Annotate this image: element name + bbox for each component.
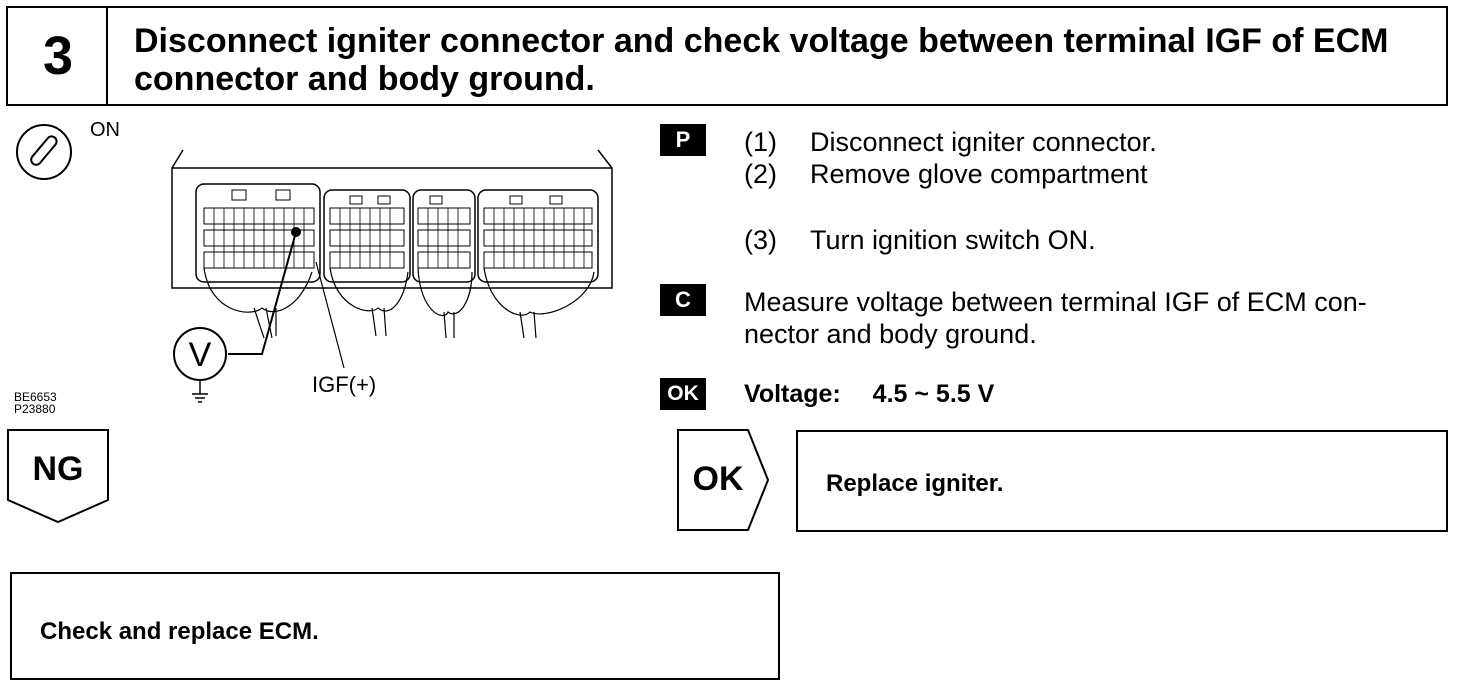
voltmeter-icon: V: [173, 327, 227, 394]
check-instruction: Measure voltage between terminal IGF of …: [744, 286, 1454, 350]
step-title: Disconnect igniter connector and check v…: [134, 22, 1389, 98]
step-number: 3: [42, 26, 74, 86]
step-text: Turn ignition switch ON.: [810, 225, 1096, 255]
ok-arrow-tab: [677, 429, 770, 531]
step-item: (1) Disconnect igniter connector.: [744, 126, 1444, 158]
step-num: (2): [744, 159, 777, 189]
ng-result-box: Check and replace ECM.: [10, 572, 780, 680]
ok-action-text: Replace igniter.: [826, 470, 1004, 497]
igf-terminal-label: IGF(+): [312, 372, 376, 397]
spec-value: 4.5 ~ 5.5 V: [872, 380, 995, 408]
ecm-connectors: [195, 183, 599, 283]
header-divider: [6, 104, 1446, 105]
step-text: Remove glove compartment: [810, 159, 1148, 189]
ok-spec-badge: OK: [660, 378, 706, 410]
ignition-on-label: ON: [90, 119, 120, 141]
figure-code: P23880: [14, 402, 56, 416]
ok-result-box: Replace igniter.: [796, 430, 1448, 532]
step-num: (3): [744, 225, 777, 255]
step-text: Disconnect igniter connector.: [810, 127, 1157, 157]
test-probe-leads: [228, 227, 345, 369]
voltmeter-symbol: V: [189, 336, 212, 374]
step-title-box: Disconnect igniter connector and check v…: [106, 6, 1448, 106]
figure-code: BE6653: [14, 390, 57, 404]
ignition-key-icon: [16, 124, 72, 180]
voltage-spec: Voltage: 4.5 ~ 5.5 V: [744, 378, 994, 410]
step-number-box: 3: [6, 6, 108, 106]
ecm-connector-diagram: V ON IGF(+): [16, 119, 613, 403]
check-text-line: nector and body ground.: [744, 319, 1037, 349]
prep-badge: P: [660, 124, 706, 156]
ground-icon: [192, 393, 208, 403]
step-item: (3) Turn ignition switch ON.: [744, 224, 1444, 256]
figure-codes: BE6653 P23880: [14, 391, 57, 415]
check-badge: C: [660, 284, 706, 316]
check-text-line: Measure voltage between terminal IGF of …: [744, 287, 1367, 317]
wire-harness: [203, 267, 595, 339]
ecm-housing: [171, 149, 613, 289]
ng-action-text: Check and replace ECM.: [40, 618, 319, 645]
ng-label: NG: [32, 450, 84, 488]
ng-arrow-box: [7, 429, 109, 524]
ok-label: OK: [692, 460, 744, 498]
step-item: (2) Remove glove compartment: [744, 158, 1444, 190]
step-num: (1): [744, 127, 777, 157]
spec-label: Voltage:: [744, 380, 841, 408]
